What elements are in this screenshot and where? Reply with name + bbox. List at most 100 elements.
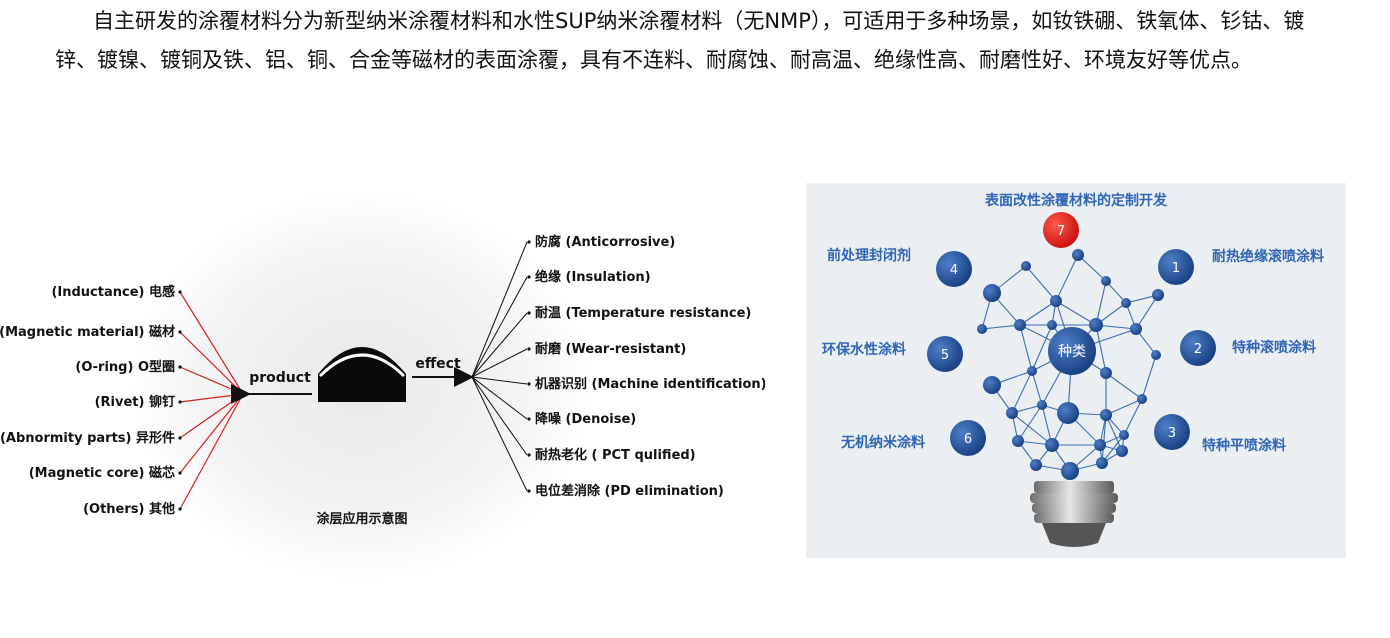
network-edge <box>1095 324 1107 374</box>
badge-7: 7 <box>1043 212 1079 248</box>
network-node <box>983 284 1001 302</box>
coating-diagram-svg: (Inductance) 电感 (Magnetic material) 磁材 (… <box>0 148 767 581</box>
network-node <box>1101 276 1111 286</box>
item-label-5: 环保水性涂料 <box>822 341 906 358</box>
network-edge <box>1123 398 1143 436</box>
network-node <box>1116 445 1128 457</box>
item-label-6: 无机纳米涂料 <box>840 434 925 451</box>
effect-item: 耐磨 (Wear-resistant) <box>535 341 686 357</box>
network-node <box>1012 435 1024 447</box>
network-edge <box>1011 370 1033 414</box>
network-node <box>1045 438 1059 452</box>
effect-connector-line <box>471 241 528 378</box>
effect-item: 降噪 (Denoise) <box>535 411 636 427</box>
network-node <box>1121 298 1131 308</box>
network-edge <box>1025 265 1057 302</box>
bulb-network-nodes <box>977 249 1164 480</box>
product-labels: (Inductance) 电感 (Magnetic material) 磁材 (… <box>0 284 175 517</box>
product-bullet <box>178 400 182 404</box>
network-node <box>1100 367 1112 379</box>
network-edge <box>1055 300 1097 326</box>
effect-bullet <box>527 240 531 244</box>
effect-connector-line <box>471 376 528 456</box>
item-label-2: 特种滚喷涂料 <box>1232 339 1316 356</box>
product-item: (Others) 其他 <box>83 501 175 517</box>
product-connector-line <box>179 393 244 474</box>
network-node <box>1137 394 1147 404</box>
effect-connector-line <box>471 376 528 420</box>
network-node <box>1130 323 1142 335</box>
network-edge <box>1017 404 1043 442</box>
effect-bullet <box>527 489 531 493</box>
product-bullet <box>178 507 182 511</box>
product-bullet <box>178 471 182 475</box>
effect-item: 耐温 (Temperature resistance) <box>535 305 751 321</box>
product-item: (Rivet) 铆钉 <box>95 394 175 410</box>
effect-label: effect <box>415 356 461 372</box>
network-edge <box>1077 254 1107 282</box>
center-hub-label: 种类 <box>1058 344 1086 360</box>
network-edge <box>1031 370 1043 406</box>
badge-6: 6 <box>950 420 986 456</box>
network-node <box>1089 318 1103 332</box>
network-edge <box>1135 294 1159 330</box>
network-node <box>983 376 1001 394</box>
network-node <box>1152 289 1164 301</box>
network-node <box>1050 295 1062 307</box>
network-edge <box>1011 412 1053 446</box>
network-node <box>1061 462 1079 480</box>
network-edge <box>1095 280 1107 326</box>
product-bullet <box>178 330 182 334</box>
badge-4: 4 <box>936 251 972 287</box>
network-node <box>1037 400 1047 410</box>
effect-labels: 防腐 (Anticorrosive) 绝缘 (Insulation) 耐温 (T… <box>535 234 767 499</box>
network-edge <box>1019 324 1033 372</box>
svg-text:1: 1 <box>1172 261 1180 276</box>
badge-3: 3 <box>1154 414 1190 450</box>
product-connector-line <box>179 291 244 395</box>
network-edge <box>1105 398 1143 416</box>
product-connector-line <box>179 393 244 510</box>
effect-connector-line <box>471 376 528 492</box>
network-edge <box>1141 354 1157 400</box>
effect-connector-line <box>471 376 528 385</box>
network-node <box>1047 320 1057 330</box>
network-node <box>1151 350 1161 360</box>
custom-coating-bulb-diagram: 表面改性涂覆材料的定制开发 种类 7 4 1 5 <box>806 183 1346 558</box>
center-hub-node <box>1048 327 1096 375</box>
network-node <box>1094 439 1106 451</box>
network-node <box>977 324 987 334</box>
item-label-1: 耐热绝缘滚喷涂料 <box>1212 248 1324 265</box>
product-connector-line <box>179 331 244 395</box>
network-node <box>1072 249 1084 261</box>
intro-paragraph: 自主研发的涂覆材料分为新型纳米涂覆材料和水性SUP纳米涂覆材料（无NMP），可适… <box>55 9 1305 72</box>
effect-item: 机器识别 (Machine identification) <box>535 376 765 392</box>
svg-text:4: 4 <box>950 263 958 278</box>
effect-item: 防腐 (Anticorrosive) <box>535 234 675 250</box>
effect-connector-line <box>471 312 528 378</box>
effect-bullet <box>527 347 531 351</box>
badge-5: 5 <box>927 336 963 372</box>
effect-bullet <box>527 382 531 386</box>
badge-1: 1 <box>1158 249 1194 285</box>
product-item: (Magnetic material) 磁材 <box>0 324 175 340</box>
product-bullet <box>178 290 182 294</box>
diagram-caption: 涂层应用示意图 <box>316 511 407 527</box>
network-node <box>1006 407 1018 419</box>
product-bullet <box>178 436 182 440</box>
intro-text: 自主研发的涂覆材料分为新型纳米涂覆材料和水性SUP纳米涂覆材料（无NMP），可适… <box>55 2 1345 80</box>
badge-2: 2 <box>1180 330 1216 366</box>
bulb-top-title: 表面改性涂覆材料的定制开发 <box>984 192 1168 209</box>
product-label: product <box>249 370 311 386</box>
svg-text:2: 2 <box>1194 342 1202 357</box>
product-bullet <box>178 365 182 369</box>
product-item: (Inductance) 电感 <box>51 284 175 300</box>
effect-item: 耐热老化 ( PCT qulified) <box>535 447 696 463</box>
network-edge <box>1055 254 1079 302</box>
svg-text:5: 5 <box>941 348 949 363</box>
effect-bullet <box>527 311 531 315</box>
effect-lines <box>471 240 531 493</box>
network-node <box>1057 402 1079 424</box>
svg-text:7: 7 <box>1057 224 1065 239</box>
effect-item: 电位差消除 (PD elimination) <box>535 483 724 499</box>
